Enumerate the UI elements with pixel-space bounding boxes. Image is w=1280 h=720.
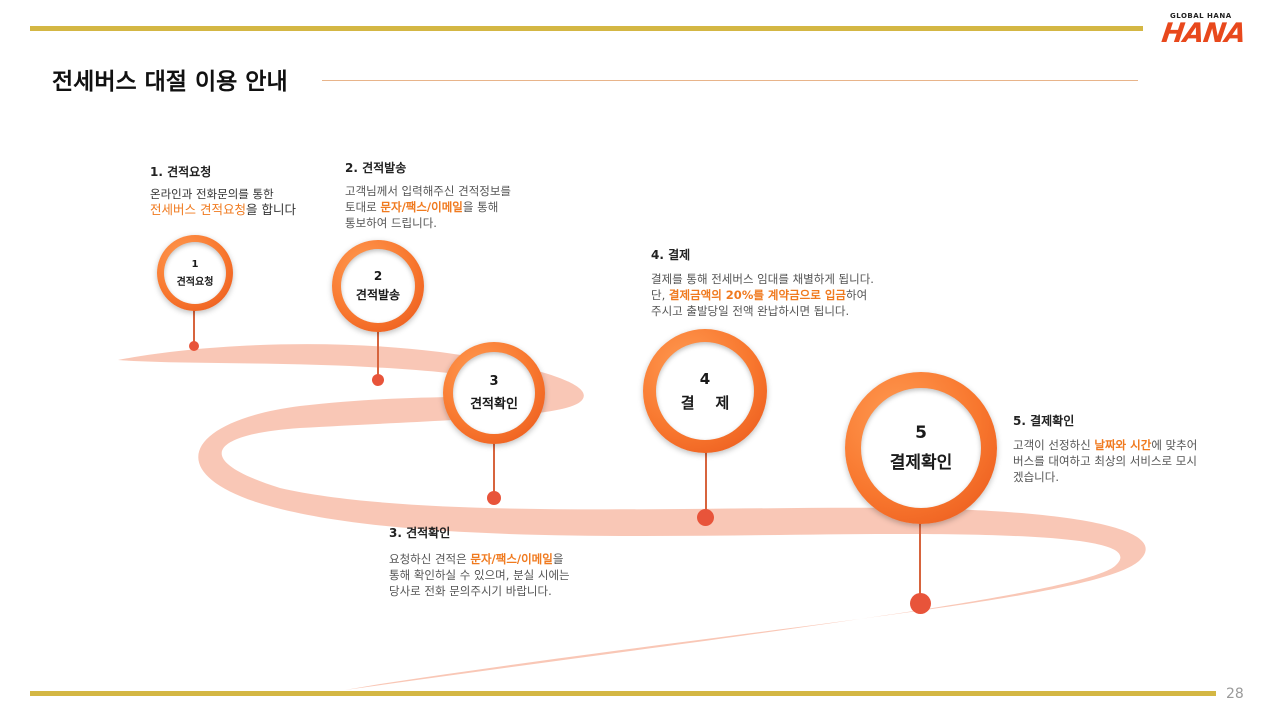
step-1-highlight: 전세버스 견적요청	[150, 202, 246, 217]
pin-dot-3	[487, 491, 501, 505]
step-2-before: 토대로	[345, 200, 381, 214]
page-number: 28	[1226, 686, 1244, 702]
step-5-line-2: 버스를 대여하고 최상의 서비스로 모시	[1013, 454, 1197, 468]
step-4-highlight: 결제금액의 20%를 계약금으로 입금	[668, 288, 846, 302]
node-4-number: 4	[699, 369, 711, 388]
step-3-line-1: 요청하신 견적은 문자/팩스/이메일을	[389, 551, 570, 567]
pin-line-1	[193, 300, 195, 346]
node-3-label: 견적확인	[470, 397, 518, 412]
step-5-highlight-time: 시간	[1130, 438, 1152, 452]
step-2-highlight: 문자/팩스/이메일	[380, 200, 463, 214]
step-5-line-3: 겠습니다.	[1013, 470, 1059, 484]
step-3-block: 3. 견적확인 요청하신 견적은 문자/팩스/이메일을 통해 확인하실 수 있으…	[389, 524, 570, 599]
step-node-1[interactable]: 1 견적요청	[157, 235, 233, 311]
step-node-3[interactable]: 3 견적확인	[443, 342, 545, 444]
step-5-highlight-date: 날짜	[1094, 438, 1116, 452]
road-path	[118, 344, 1146, 690]
step-2-line-2: 토대로 문자/팩스/이메일을 통해	[345, 199, 511, 215]
step-1-block: 1. 견적요청 온라인과 전화문의를 통한 전세버스 견적요청을 합니다	[150, 163, 296, 218]
step-3-title: 3. 견적확인	[389, 526, 451, 540]
step-4-title: 4. 결제	[651, 248, 691, 262]
step-2-block: 2. 견적발송 고객님께서 입력해주신 견적정보를 토대로 문자/팩스/이메일을…	[345, 159, 511, 231]
step-1-after: 을 합니다	[245, 202, 296, 217]
pin-line-2	[377, 325, 379, 375]
logo-subtext: GLOBAL HANA	[1170, 12, 1232, 20]
pin-dot-4	[697, 509, 714, 526]
step-4-line-1: 결제를 통해 전세버스 임대를 채별하게 됩니다.	[651, 272, 874, 286]
title-underline	[322, 80, 1138, 81]
step-3-desc: 요청하신 견적은 문자/팩스/이메일을 통해 확인하실 수 있으며, 분실 시에…	[389, 551, 570, 599]
page-title: 전세버스 대절 이용 안내	[52, 69, 288, 95]
bottom-gold-bar	[30, 691, 1216, 696]
step-2-desc: 고객님께서 입력해주신 견적정보를 토대로 문자/팩스/이메일을 통해 통보하여…	[345, 183, 511, 231]
step-3-highlight: 문자/팩스/이메일	[470, 552, 553, 566]
step-5-mid: 와	[1115, 438, 1131, 452]
pin-dot-1	[189, 341, 199, 351]
node-4-label: 결 제	[680, 393, 730, 412]
step-2-title: 2. 견적발송	[345, 161, 407, 175]
step-1-line-1: 온라인과 전화문의를 통한	[150, 187, 274, 201]
node-5-number: 5	[915, 423, 927, 443]
pin-line-5	[919, 518, 921, 598]
step-5-block: 5. 결제확인 고객이 선정하신 날짜와 시간에 맞추어 버스를 대여하고 최상…	[1013, 412, 1197, 485]
node-3-number: 3	[489, 374, 499, 389]
step-1-line-2: 전세버스 견적요청을 합니다	[150, 202, 296, 218]
step-5-after: 에 맞추어	[1151, 438, 1198, 452]
step-4-line-2: 단, 결제금액의 20%를 계약금으로 입금하여	[651, 287, 874, 303]
step-1-title: 1. 견적요청	[150, 165, 212, 179]
step-5-desc: 고객이 선정하신 날짜와 시간에 맞추어 버스를 대여하고 최상의 서비스로 모…	[1013, 437, 1197, 485]
step-2-after: 을 통해	[462, 200, 499, 214]
step-5-title: 5. 결제확인	[1013, 414, 1075, 428]
step-5-line-1: 고객이 선정하신 날짜와 시간에 맞추어	[1013, 437, 1197, 453]
step-3-before: 요청하신 견적은	[389, 552, 471, 566]
node-2-label: 견적발송	[355, 288, 401, 302]
pin-dot-2	[372, 374, 384, 386]
step-3-after: 을	[552, 552, 564, 566]
global-hana-logo: GLOBAL HANA HANA	[1160, 10, 1252, 49]
node-2-number: 2	[373, 269, 383, 283]
step-node-5[interactable]: 5 결제확인	[845, 372, 997, 524]
step-node-4[interactable]: 4 결 제	[643, 329, 767, 453]
pin-line-4	[705, 446, 707, 512]
step-3-line-2: 통해 확인하실 수 있으며, 분실 시에는	[389, 568, 570, 582]
step-1-desc: 온라인과 전화문의를 통한 전세버스 견적요청을 합니다	[150, 186, 296, 218]
step-2-line-3: 통보하여 드립니다.	[345, 216, 437, 230]
node-5-label: 결제확인	[889, 453, 953, 473]
step-3-line-3: 당사로 전화 문의주시기 바랍니다.	[389, 584, 552, 598]
pin-line-3	[493, 438, 495, 493]
step-4-before: 단,	[651, 288, 669, 302]
step-4-desc: 결제를 통해 전세버스 임대를 채별하게 됩니다. 단, 결제금액의 20%를 …	[651, 271, 874, 319]
step-2-line-1: 고객님께서 입력해주신 견적정보를	[345, 184, 512, 198]
step-4-line-3: 주시고 출발당일 전액 완납하시면 됩니다.	[651, 304, 850, 318]
step-4-after: 하여	[845, 288, 868, 302]
top-gold-bar	[30, 26, 1143, 31]
node-1-number: 1	[191, 258, 199, 270]
pin-dot-5	[910, 593, 931, 614]
step-node-2[interactable]: 2 견적발송	[332, 240, 424, 332]
node-1-label: 견적요청	[176, 276, 214, 288]
step-5-before: 고객이 선정하신	[1013, 438, 1095, 452]
step-4-block: 4. 결제 결제를 통해 전세버스 임대를 채별하게 됩니다. 단, 결제금액의…	[651, 246, 874, 319]
